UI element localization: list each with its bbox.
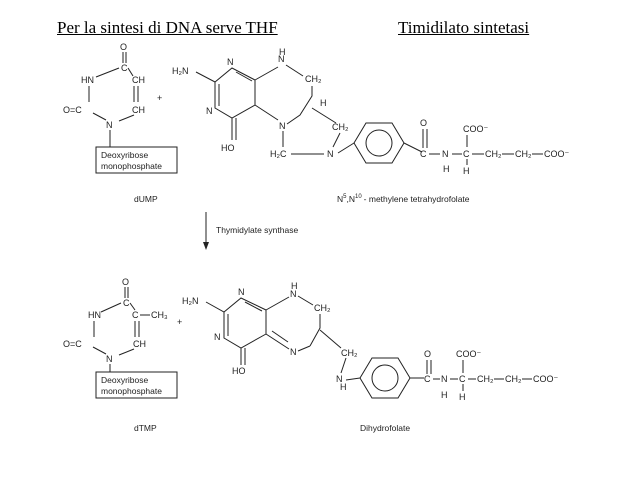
atom-h-amide-b: H (441, 390, 448, 400)
atom-ch2-a-b: CH₂ (477, 374, 494, 384)
atom-n-amide: N (442, 149, 449, 159)
atom-h-alpha-b: H (459, 392, 466, 402)
atom-n-ring1: N (227, 57, 234, 67)
box-line2: monophosphate (101, 161, 162, 171)
slide-title-right: Timidilato sintetasi (398, 18, 530, 37)
atom-n5-b: N (290, 347, 297, 357)
box-line1: Deoxyribose (101, 150, 149, 160)
atom-ch2-ring-b: CH₂ (314, 303, 331, 313)
atom-n10: N (327, 149, 334, 159)
atom-c-alpha: C (463, 149, 470, 159)
label-dihydrofolate: Dihydrofolate (360, 423, 410, 433)
atom-ch3: CH₃ (151, 310, 168, 320)
box-line1-b: Deoxyribose (101, 375, 149, 385)
atom-c: C (121, 63, 128, 73)
atom-nh-b: N (290, 289, 297, 299)
atom-coo-alpha: COO⁻ (463, 124, 489, 134)
box-line2-b: monophosphate (101, 386, 162, 396)
atom-ch2-bridge-b: CH₂ (341, 348, 358, 358)
atom-n5: N (279, 121, 286, 131)
atom-h-b: H (291, 281, 298, 291)
atom-n-ring1-b: N (238, 287, 245, 297)
dump-structure: O C HN CH O=C CH N Deoxyribose monophosp… (63, 42, 178, 174)
atom-n: N (106, 120, 113, 130)
label-methylene-thf: N5,N10- methylene tetrahydrofolate (337, 194, 470, 204)
slide-header: Per la sintesi di DNA serve THF Timidila… (0, 18, 638, 42)
atom-o-b: O (122, 277, 129, 287)
label-dump: dUMP (134, 194, 158, 204)
atom-h-amide: H (443, 164, 450, 174)
reaction-arrow: Thymidylate synthase (203, 212, 298, 250)
atom-ch2-a: CH₂ (485, 149, 502, 159)
atom-nh-ring: N (278, 54, 285, 64)
enzyme-label: Thymidylate synthase (216, 225, 298, 235)
atom-ho: HO (221, 143, 235, 153)
atom-hn-b: HN (88, 310, 101, 320)
atom-h-n10-b: H (340, 382, 347, 392)
atom-o: O (120, 42, 127, 52)
atom-coo-alpha-b: COO⁻ (456, 349, 482, 359)
atom-n10-b: N (336, 374, 343, 384)
atom-ch2-ring: CH₂ (305, 74, 322, 84)
atom-ch2-bridge: CH₂ (332, 122, 349, 132)
atom-coo-end-b: COO⁻ (533, 374, 559, 384)
atom-c-amide-b: C (424, 374, 431, 384)
atom-ch: CH (132, 75, 145, 85)
atom-h2c: H₂C (270, 149, 287, 159)
dtmp-structure: O C HN C CH₃ O=C CH N Deoxyribose monoph… (63, 277, 178, 399)
atom-c-methyl: C (132, 310, 139, 320)
dihydrofolate-structure: H₂N N N H CH₂ N N HO CH₂ N H O C N H (182, 281, 559, 402)
atom-n-ring2-b: N (214, 332, 221, 342)
atom-n-amide-b: N (441, 374, 448, 384)
atom-c-amide: C (420, 149, 427, 159)
atom-ch2-b: CH₂ (515, 149, 532, 159)
atom-ho-b: HO (232, 366, 246, 376)
atom-ch-b: CH (133, 339, 146, 349)
atom-c-alpha-b: C (459, 374, 466, 384)
atom-o-eq-c: O=C (63, 105, 82, 115)
plus-sign-b: + (177, 317, 182, 327)
atom-h2n: H₂N (172, 66, 189, 76)
deoxyribose-box-b (95, 371, 178, 399)
atom-o-amide: O (420, 118, 427, 128)
methylene-thf-structure: H₂N N N H CH₂ N N H CH₂ HO H₂C N O C (172, 47, 570, 176)
atom-hn: HN (81, 75, 94, 85)
atom-ch-2: CH (132, 105, 145, 115)
atom-h-top: H (279, 47, 286, 57)
atom-ch2-b-b: CH₂ (505, 374, 522, 384)
atom-n-b: N (106, 354, 113, 364)
atom-h-alpha: H (463, 166, 470, 176)
atom-c-b: C (123, 298, 130, 308)
atom-h-c6: H (320, 98, 327, 108)
atom-n-ring2: N (206, 106, 213, 116)
atom-h2n-b: H₂N (182, 296, 199, 306)
atom-coo-end: COO⁻ (544, 149, 570, 159)
label-dtmp: dTMP (134, 423, 157, 433)
deoxyribose-box (95, 146, 178, 174)
atom-o-eq-c-b: O=C (63, 339, 82, 349)
atom-o-amide-b: O (424, 349, 431, 359)
plus-sign: + (157, 93, 162, 103)
slide-title-left: Per la sintesi di DNA serve THF (57, 18, 278, 37)
